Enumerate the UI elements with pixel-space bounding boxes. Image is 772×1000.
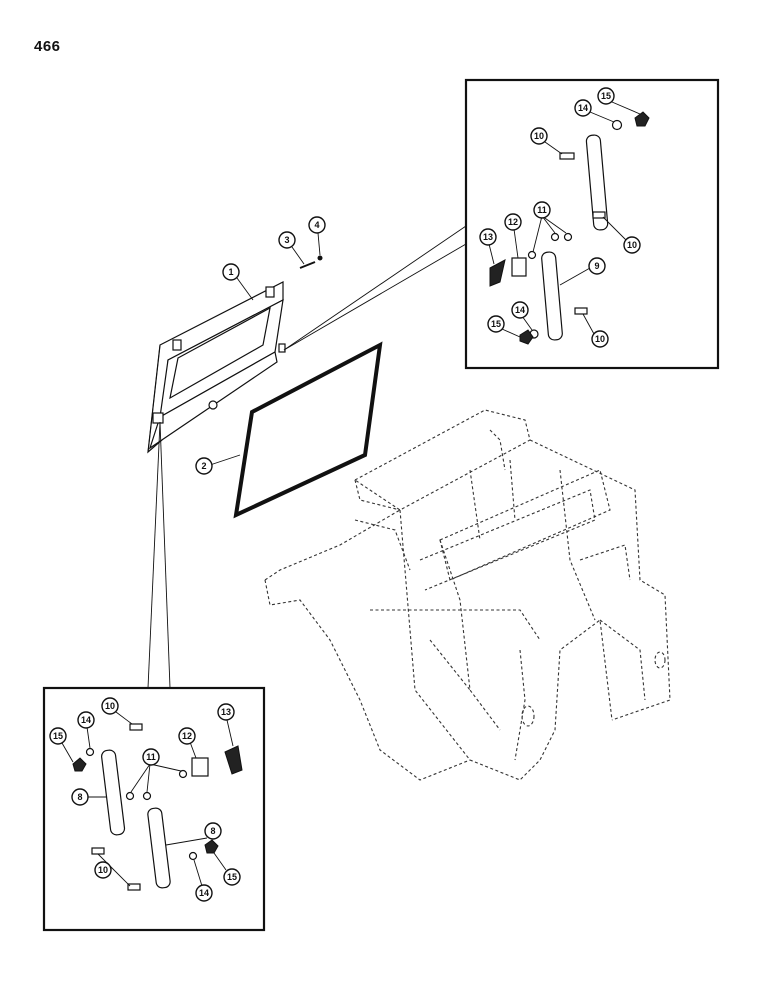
callout-upper-14b: 14 bbox=[515, 305, 525, 315]
callout-upper-15b: 15 bbox=[491, 319, 501, 329]
callout-lower-14b: 14 bbox=[199, 888, 209, 898]
callout-upper-10b: 10 bbox=[627, 240, 637, 250]
callout-lower-11: 11 bbox=[146, 752, 156, 762]
callout-lower-10b: 10 bbox=[98, 865, 108, 875]
callout-lower-12: 12 bbox=[182, 731, 192, 741]
window-glass bbox=[233, 341, 383, 519]
tractor-cab-outline bbox=[264, 409, 671, 781]
callout-upper-13: 13 bbox=[483, 232, 493, 242]
callout-3: 3 bbox=[284, 235, 289, 245]
callout-upper-9: 9 bbox=[594, 261, 599, 271]
callout-lower-13: 13 bbox=[221, 707, 231, 717]
callouts-upper: 15 14 10 11 12 13 9 10 14 15 10 bbox=[479, 87, 641, 348]
callout-upper-11: 11 bbox=[537, 205, 547, 215]
callout-upper-10c: 10 bbox=[595, 334, 605, 344]
callout-lower-14a: 14 bbox=[81, 715, 91, 725]
callout-upper-12: 12 bbox=[508, 217, 518, 227]
callout-lower-10a: 10 bbox=[105, 701, 115, 711]
callout-upper-14: 14 bbox=[578, 103, 588, 113]
callout-1: 1 bbox=[228, 267, 233, 277]
callouts-lower: 10 14 15 13 12 11 8 8 10 14 15 bbox=[49, 697, 241, 902]
callout-2: 2 bbox=[201, 461, 206, 471]
pin bbox=[299, 261, 316, 269]
clip bbox=[317, 255, 323, 261]
callout-lower-15a: 15 bbox=[53, 731, 63, 741]
callout-lower-15b: 15 bbox=[227, 872, 237, 882]
callout-4: 4 bbox=[314, 220, 319, 230]
callout-upper-10a: 10 bbox=[534, 131, 544, 141]
page-number: 466 bbox=[34, 38, 61, 55]
callouts-main: 1 2 3 4 bbox=[195, 216, 326, 475]
callout-lower-8a: 8 bbox=[77, 792, 82, 802]
window-frame bbox=[147, 281, 286, 454]
callout-upper-15: 15 bbox=[601, 91, 611, 101]
callout-lower-8b: 8 bbox=[210, 826, 215, 836]
lower-detail-parts bbox=[72, 723, 243, 891]
upper-detail-parts bbox=[489, 111, 650, 345]
